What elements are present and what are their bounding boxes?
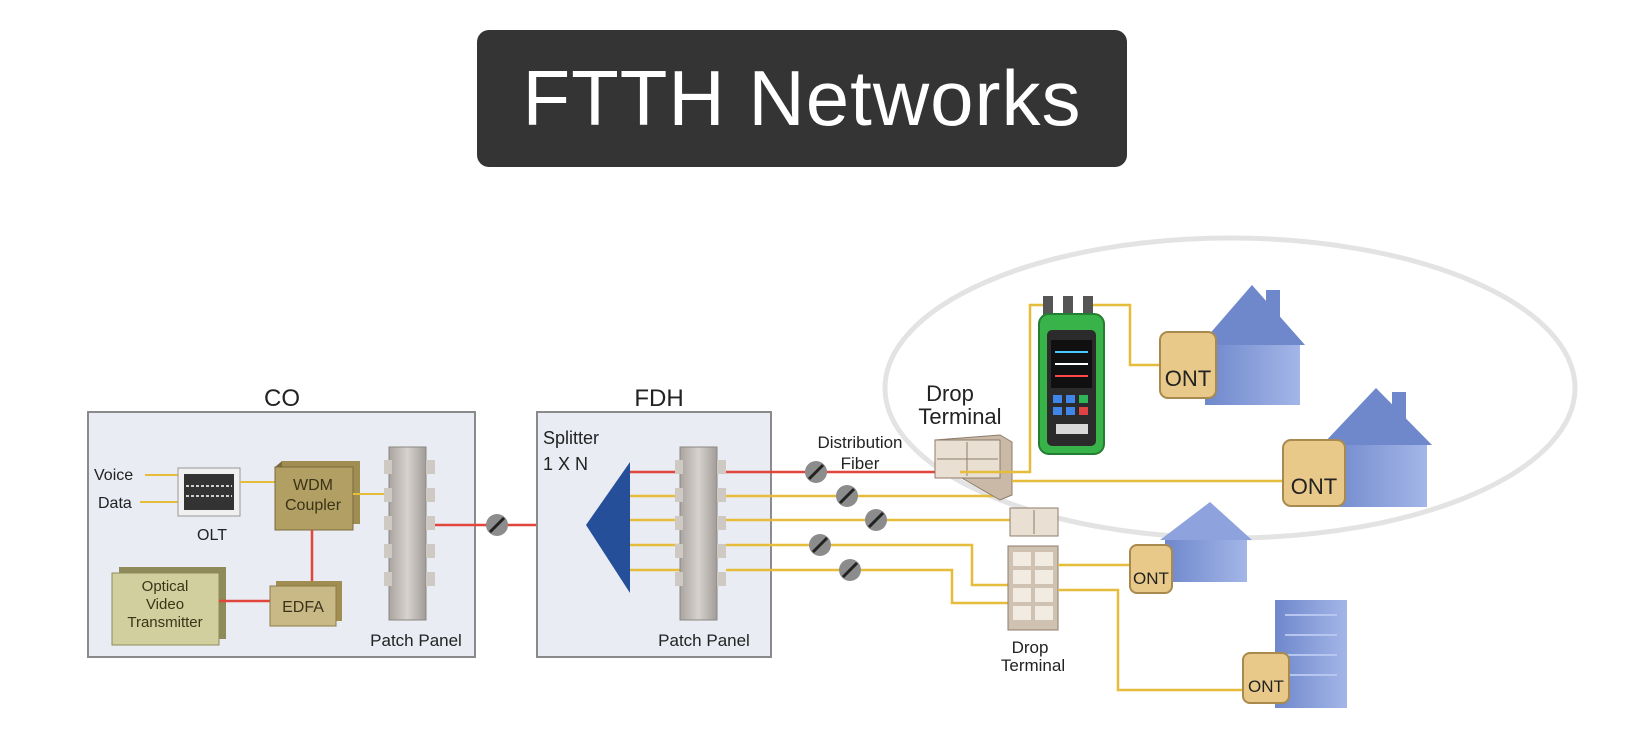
splitter-label-line2: 1 X N (543, 454, 588, 474)
data-label: Data (98, 495, 132, 512)
wdm-label-line2: Coupler (285, 497, 342, 514)
ont-label: ONT (1165, 366, 1211, 391)
drop-terminal-top-label-line1: Drop (926, 381, 974, 406)
co-patch-panel-label: Patch Panel (370, 631, 462, 650)
optical-video-transmitter-box: Optical Video Transmitter (111, 567, 226, 646)
olt-device (177, 467, 241, 517)
ont-label: ONT (1133, 569, 1169, 588)
ovt-label-line1: Optical (142, 578, 189, 595)
fiber-connector-icon (805, 461, 827, 483)
small-drop-terminal (1009, 507, 1059, 537)
fdh-patch-panel (675, 446, 726, 621)
fdh-group: FDH Splitter 1 X N Patch Panel (536, 385, 772, 658)
fiber-connector-icon (809, 534, 831, 556)
co-title: CO (264, 385, 300, 412)
fiber-connector-icon (865, 509, 887, 531)
ont-box: ONT (1282, 439, 1346, 507)
fdh-title: FDH (634, 385, 683, 412)
drop-terminal-top (934, 434, 1013, 501)
drop-terminal-top-label-line2: Terminal (918, 404, 1001, 429)
edfa-box: EDFA (269, 581, 342, 627)
page-title: FTTH Networks (522, 54, 1082, 142)
house-icon (1160, 502, 1252, 582)
fdh-box (536, 411, 772, 658)
fiber-connector-icon (839, 559, 861, 581)
drop-terminal-bottom-label-line2: Terminal (1001, 656, 1065, 675)
splitter-label-line1: Splitter (543, 428, 599, 448)
drop-fibers (960, 303, 1283, 692)
fiber-connector-icon (486, 514, 508, 536)
fdh-patch-panel-label: Patch Panel (658, 631, 750, 650)
ont-box: ONT (1242, 652, 1290, 704)
co-group: CO Voice Data OLT WDM Coupler O (87, 385, 476, 658)
voice-label: Voice (94, 467, 133, 484)
co-patch-panel (384, 446, 435, 621)
ont-box: ONT (1129, 544, 1173, 594)
ovt-label-line2: Video (146, 596, 184, 613)
optical-power-meter (1038, 296, 1105, 455)
fiber-connector-icon (836, 485, 858, 507)
splitter-triangle (586, 462, 630, 593)
ont-label: ONT (1248, 677, 1284, 696)
house-icon (1200, 285, 1305, 405)
edfa-label: EDFA (282, 599, 324, 616)
ont-label: ONT (1291, 474, 1337, 499)
distribution-fiber-label-line1: Distribution (817, 433, 902, 452)
olt-label: OLT (197, 527, 227, 544)
distribution-fiber-label-line2: Fiber (841, 454, 880, 473)
wdm-coupler-box: WDM Coupler (274, 461, 360, 531)
ovt-label-line3: Transmitter (127, 614, 202, 631)
ont-box: ONT (1159, 331, 1217, 399)
drop-terminal-bottom (1007, 545, 1059, 631)
title-banner: FTTH Networks (477, 30, 1127, 167)
wdm-label-line1: WDM (293, 477, 333, 494)
drop-terminal-bottom-label-line1: Drop (1012, 638, 1049, 657)
